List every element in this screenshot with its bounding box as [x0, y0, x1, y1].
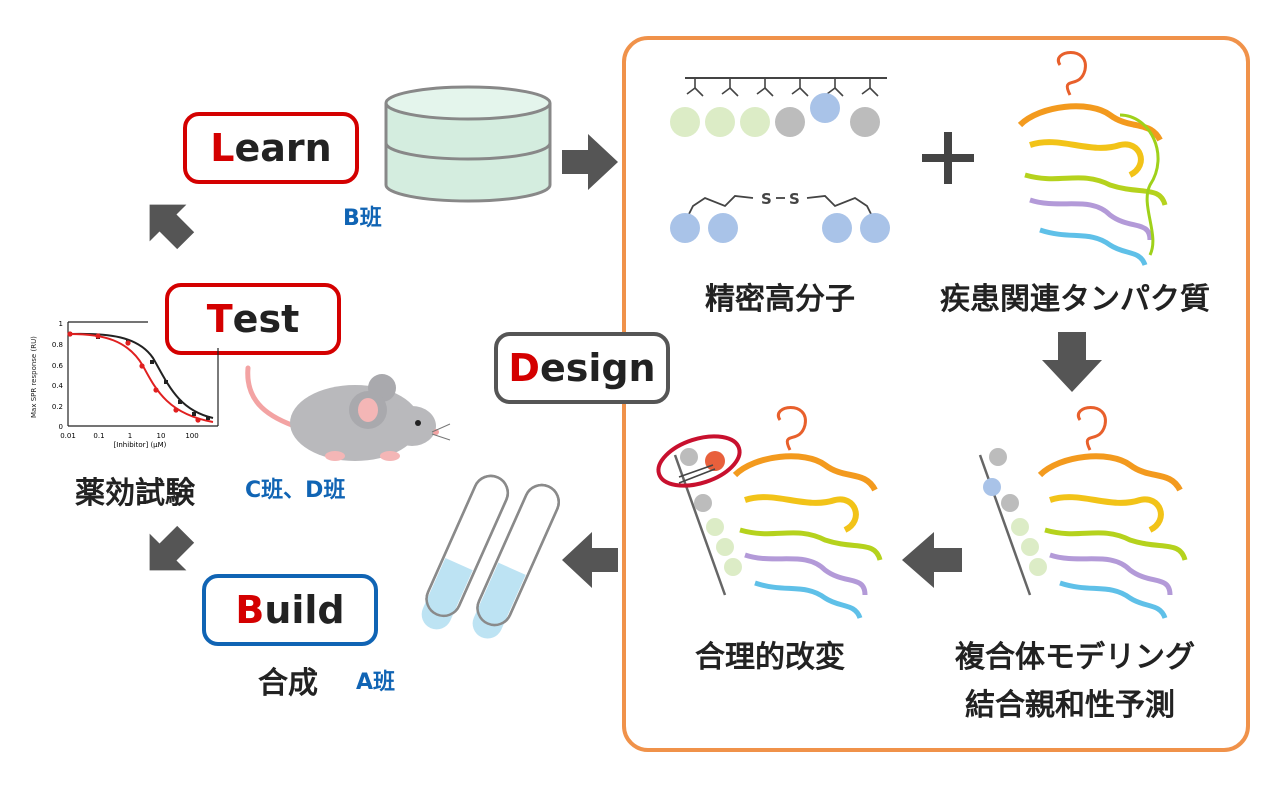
- assay-label: 薬効試験: [75, 476, 195, 511]
- rational-label: 合理的改変: [695, 640, 845, 675]
- chart-ytick: 1: [59, 320, 63, 328]
- arrow-build-to-test: [149, 525, 195, 571]
- disulfide-polymer-icon: S S: [670, 190, 890, 243]
- arrow-test-to-learn: [149, 204, 195, 250]
- affinity-label: 結合親和性予測: [965, 688, 1175, 723]
- polymer-label: 精密高分子: [705, 282, 855, 317]
- chart-xtick: 0.01: [60, 432, 76, 440]
- rational-design-structure-icon: [656, 406, 883, 620]
- learn-initial: L: [210, 126, 235, 170]
- chart-ylabel: Max SPR response (RU): [30, 336, 38, 418]
- chart-xtick: 0.1: [93, 432, 104, 440]
- synthesis-label: 合成: [258, 666, 318, 701]
- chart-ytick: 0: [59, 423, 63, 431]
- protein-structure-icon: [1017, 51, 1168, 267]
- chart-xtick: 1: [128, 432, 132, 440]
- chart-xlabel: [Inhibitor] (μM): [114, 441, 167, 449]
- chart-ytick: 0.4: [52, 382, 64, 390]
- arrow-design-to-build: [562, 532, 618, 588]
- test-initial: T: [206, 297, 233, 341]
- test-rest: est: [232, 297, 300, 341]
- build-rest: uild: [264, 588, 345, 632]
- plus-icon: [922, 132, 974, 184]
- synthesis-team: A班: [356, 670, 396, 695]
- test-tubes-icon: [421, 474, 560, 639]
- chart-ytick: 0.2: [52, 403, 63, 411]
- design-rest: esign: [539, 346, 656, 390]
- mouse-icon: [245, 365, 451, 461]
- learn-team: B班: [343, 206, 382, 231]
- learn-rest: earn: [234, 126, 332, 170]
- polymer-chain-icon: [670, 77, 887, 137]
- highlight-ellipse: [656, 434, 742, 488]
- database-icon: [384, 85, 552, 203]
- arrow-modeling-to-rational: [902, 532, 962, 588]
- build-initial: B: [235, 588, 265, 632]
- dose-response-chart: Max SPR response (RU) 1 0.8 0.6 0.4 0.2 …: [30, 320, 219, 449]
- chart-ytick: 0.6: [52, 362, 64, 370]
- chart-xtick: 10: [157, 432, 166, 440]
- complex-structure-icon: [978, 406, 1188, 620]
- chart-ytick: 0.8: [52, 341, 63, 349]
- protein-label: 疾患関連タンパク質: [940, 282, 1210, 317]
- sulfur-atom: S: [761, 190, 772, 208]
- sulfur-atom: S: [789, 190, 800, 208]
- design-initial: D: [508, 346, 540, 390]
- modeling-label: 複合体モデリング: [955, 640, 1195, 675]
- arrow-learn-to-design: [562, 134, 618, 190]
- chart-xtick: 100: [185, 432, 198, 440]
- arrow-protein-down: [1042, 332, 1102, 392]
- assay-team: C班、D班: [245, 478, 346, 503]
